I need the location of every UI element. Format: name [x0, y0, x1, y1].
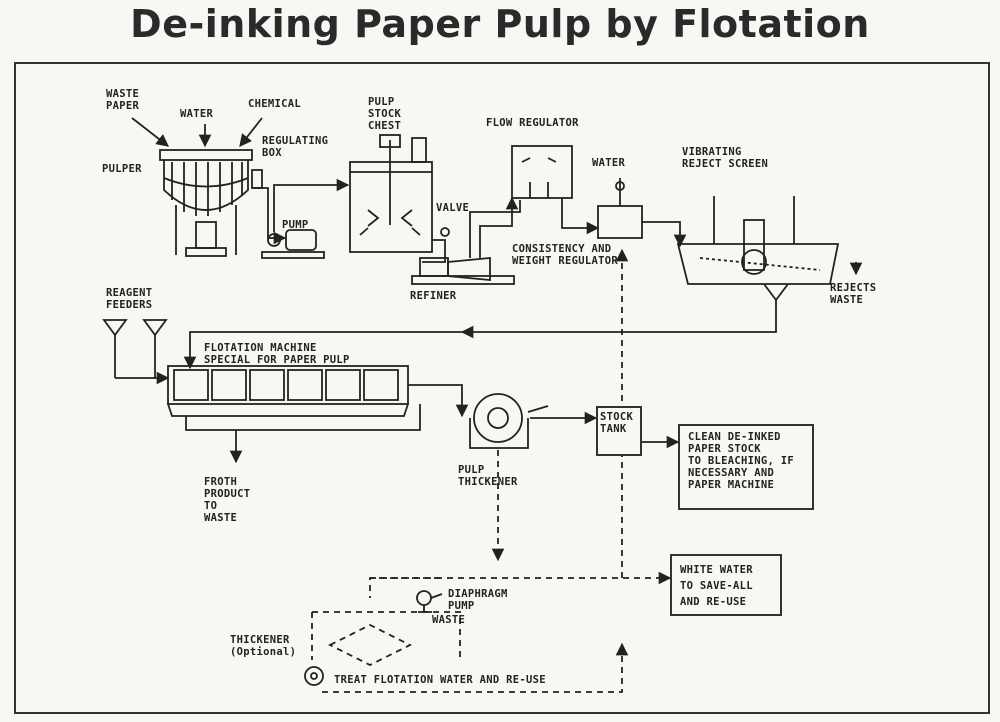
flow-regulator-to-consistency-line [561, 198, 600, 235]
recirculation-line [469, 200, 521, 258]
pulper-label: PULPER [102, 163, 142, 175]
thickener-optional-label: THICKENER (Optional) [230, 634, 297, 658]
pulper-icon [159, 149, 263, 257]
treat-water-label: TREAT FLOTATION WATER AND RE-USE [334, 674, 546, 686]
rejects-waste-label: REJECTS WASTE [830, 282, 877, 306]
flotation-machine-icon [167, 365, 421, 431]
flotation-to-thickener-line [408, 384, 469, 418]
reagent-feeders-label: REAGENT FEEDERS [106, 287, 153, 311]
clean-deinked-label: CLEAN DE-INKED PAPER STOCK TO BLEACHING,… [688, 431, 794, 491]
vibrating-screen-label: VIBRATING REJECT SCREEN [682, 146, 769, 170]
diagram-frame [14, 62, 990, 714]
refiner-label: REFINER [410, 290, 457, 302]
waste-bottom-label: WASTE [432, 614, 466, 626]
white-water-label: WHITE WATER TO SAVE-ALL AND RE-USE [680, 564, 753, 608]
reagent-feeders-icon [102, 319, 168, 378]
consistency-to-screen-line [642, 221, 687, 248]
water-label: WATER [180, 108, 214, 120]
pulper-to-pump-line [254, 187, 287, 245]
stock-tank-box: STOCK TANK [596, 406, 642, 456]
thickener-cone-line [327, 623, 413, 667]
thickener-tank-line [311, 611, 461, 660]
diaphragm-pump-label: DIAPHRAGM PUMP [448, 588, 508, 612]
waste-paper-arrow [131, 117, 169, 147]
vibrating-screen-icon [676, 196, 840, 302]
chemical-arrow [239, 117, 263, 147]
stock-tank-label: STOCK TANK [600, 411, 634, 435]
water-right-label: WATER [592, 157, 626, 169]
white-water-box: WHITE WATER TO SAVE-ALL AND RE-USE [670, 554, 782, 616]
page-title: De-inking Paper Pulp by Flotation [130, 2, 870, 46]
diaphragm-pump-icon [416, 590, 443, 613]
pump-icon [261, 229, 325, 259]
pump-label: PUMP [282, 219, 309, 231]
flow-regulator-label: FLOW REGULATOR [486, 117, 579, 129]
waste-paper-label: WASTE PAPER [106, 88, 140, 112]
chest-to-refiner-line [422, 239, 446, 263]
regulating-box-label: REGULATING BOX [262, 135, 329, 159]
valve-label: VALVE [436, 202, 470, 214]
consistency-regulator-icon [597, 178, 643, 239]
valve-icon [440, 227, 450, 237]
screen-return-line [460, 300, 777, 339]
froth-product-label: FROTH PRODUCT TO WASTE [204, 476, 251, 524]
thickener-pump-icon [304, 666, 324, 686]
pulp-stock-chest-icon [349, 134, 433, 253]
pulp-thickener-icon [469, 393, 549, 449]
chemical-label: CHEMICAL [248, 98, 301, 110]
treat-water-line [322, 642, 629, 693]
consistency-label: CONSISTENCY AND WEIGHT REGULATOR [512, 243, 618, 267]
pump-to-chest-line [273, 178, 350, 232]
pulp-stock-chest-label: PULP STOCK CHEST [368, 96, 402, 132]
flow-regulator-icon [511, 145, 573, 199]
refiner-to-flow-regulator-line [479, 196, 519, 258]
pulp-thickener-label: PULP THICKENER [458, 464, 518, 488]
flotation-machine-label: FLOTATION MACHINE SPECIAL FOR PAPER PULP [204, 342, 350, 366]
clean-deinked-box: CLEAN DE-INKED PAPER STOCK TO BLEACHING,… [678, 424, 814, 510]
screen-to-flotation-line [183, 331, 462, 370]
refiner-icon [411, 257, 515, 285]
white-water-return-line [369, 577, 440, 598]
